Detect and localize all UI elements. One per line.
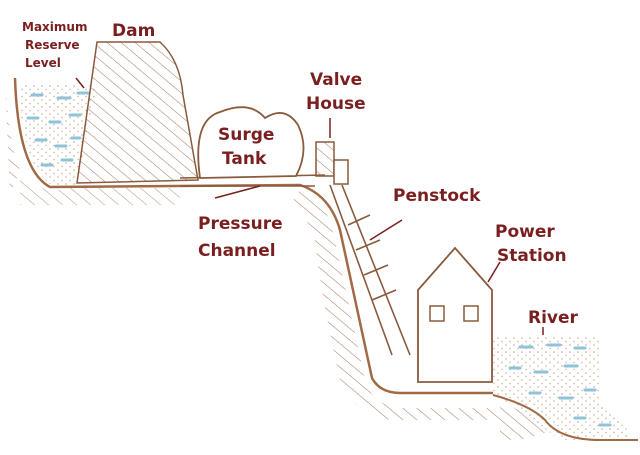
label-dam: Dam bbox=[112, 21, 156, 41]
ground-outline bbox=[13, 77, 493, 395]
label-reserve-line1: Maximum bbox=[22, 20, 88, 34]
label-valve-line2: House bbox=[306, 94, 366, 114]
label-pointers bbox=[75, 77, 544, 335]
reservoir-water-dashes bbox=[26, 91, 90, 167]
valve-house bbox=[315, 141, 335, 177]
label-penstock: Penstock bbox=[393, 186, 481, 206]
ground-hatch-bed bbox=[20, 175, 180, 205]
label-pressure-line1: Pressure bbox=[198, 214, 283, 234]
label-power-line2: Station bbox=[497, 246, 567, 266]
river-bank bbox=[492, 394, 638, 441]
label-pressure-line2: Channel bbox=[198, 241, 276, 261]
ground-hatch-left bbox=[5, 80, 20, 195]
label-surge-line1: Surge bbox=[218, 125, 275, 145]
river-water bbox=[493, 335, 635, 440]
label-power-line1: Power bbox=[495, 222, 555, 242]
label-river: River bbox=[528, 308, 578, 328]
label-valve-line1: Valve bbox=[310, 70, 363, 90]
surge-tank bbox=[197, 106, 305, 179]
river-water-dashes bbox=[508, 343, 612, 427]
ground-hatch-slope bbox=[290, 190, 500, 420]
penstock bbox=[329, 184, 411, 356]
reservoir-water bbox=[20, 85, 97, 185]
dam bbox=[76, 41, 199, 184]
label-reserve-line2: Reserve bbox=[25, 38, 80, 52]
power-station bbox=[417, 246, 493, 383]
label-surge-line2: Tank bbox=[222, 149, 267, 169]
label-reserve-line3: Level bbox=[25, 56, 61, 70]
